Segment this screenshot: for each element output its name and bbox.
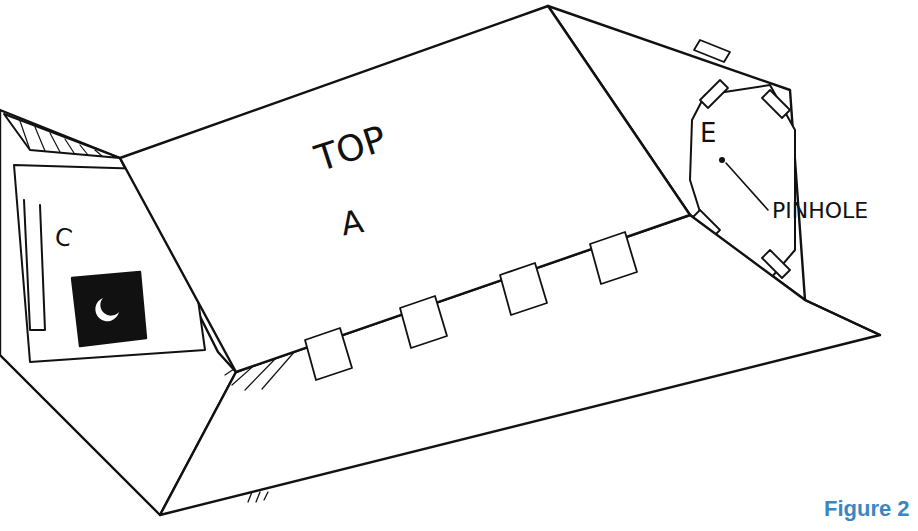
callout-label: PINHOLE (772, 198, 868, 223)
part-letter: E (700, 118, 716, 148)
leader-line (726, 163, 768, 210)
left-shade (4, 114, 120, 158)
hatching (20, 121, 102, 156)
figure-caption: Figure 2 (824, 496, 910, 522)
pinhole-dot (719, 157, 725, 163)
top-face (120, 6, 690, 372)
tape (24, 200, 45, 330)
edge (805, 300, 880, 335)
tapes-seam (305, 232, 637, 380)
crescent (95, 298, 119, 321)
viewing-square (72, 272, 146, 346)
scribble (248, 492, 268, 502)
